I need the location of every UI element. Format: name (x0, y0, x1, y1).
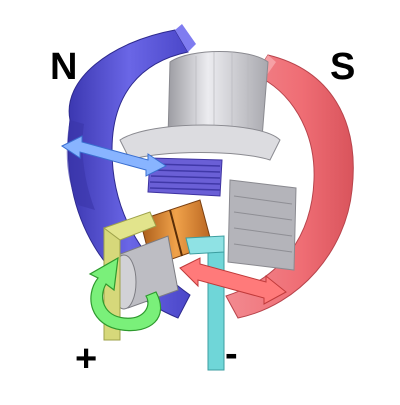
armature-coil (147, 157, 223, 197)
force-arrow-left (61, 135, 167, 177)
armature-core (119, 51, 297, 271)
north-pole-label: N (50, 46, 78, 88)
brush-negative (185, 235, 225, 371)
positive-terminal-label: + (75, 338, 98, 380)
rotation-arrow-icon (88, 256, 162, 332)
force-arrow-right (179, 257, 287, 305)
south-pole-label: S (330, 46, 356, 88)
negative-terminal-label: - (225, 333, 238, 375)
